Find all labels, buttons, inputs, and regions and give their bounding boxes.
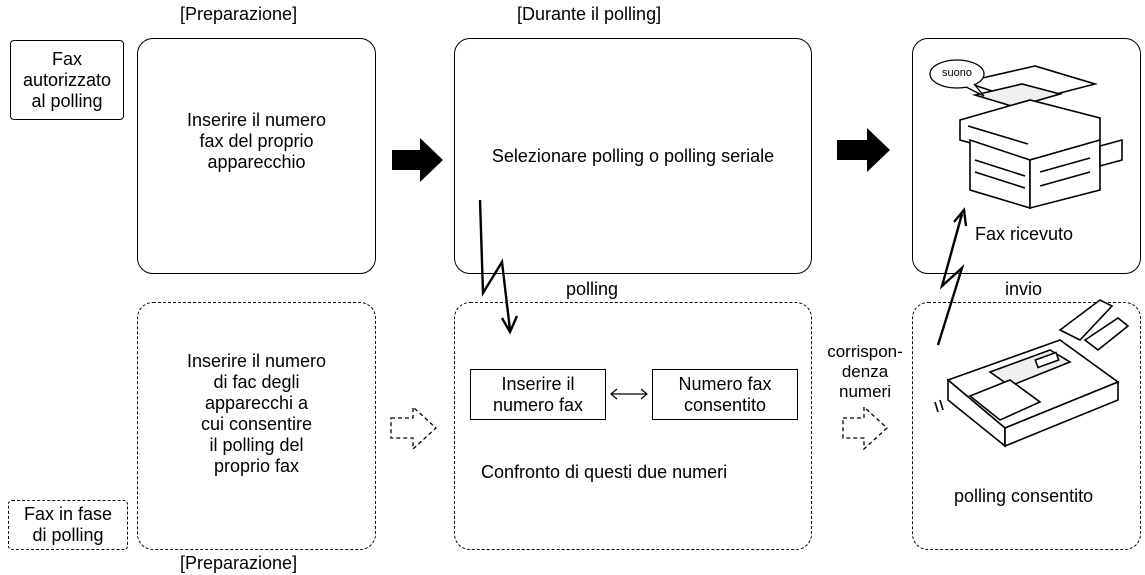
box-select-polling: Selezionare polling o polling seriale	[454, 38, 812, 274]
right-arrow-dashed-icon	[390, 405, 437, 451]
box-polling-allowed	[912, 302, 1141, 550]
sound-bubble-icon	[929, 59, 985, 97]
box-prep-own-number-text: Inserire il numero fax del proprio appar…	[186, 109, 327, 172]
fax-machine-icon	[934, 299, 1130, 448]
box-select-polling-text: Selezionare polling o polling seriale	[491, 145, 775, 166]
footer-preparation: [Preparazione]	[180, 553, 298, 573]
box-allowed-fax-number-text: Numero fax consentito	[678, 373, 772, 415]
polling-allowed-label: polling consentito	[954, 486, 1094, 506]
polling-label: polling	[566, 279, 619, 299]
box-prep-allowed-numbers-text: Inserire il numero di fac degli apparecc…	[186, 350, 327, 476]
box-fax-received	[912, 38, 1141, 274]
lightning-signal-icon	[478, 199, 519, 335]
fax-received-label: Fax ricevuto	[975, 224, 1074, 244]
box-prep-allowed-numbers: Inserire il numero di fac degli apparecc…	[137, 302, 376, 550]
side-label-polling-text: Fax in fase di polling	[23, 504, 113, 545]
side-label-authorized: Fax autorizzato al polling	[10, 40, 124, 120]
header-preparation: [Preparazione]	[180, 4, 298, 24]
number-match-label: corrispon- denza numeri	[827, 342, 903, 401]
right-arrow-solid-icon	[837, 128, 890, 172]
sound-bubble-text: suono	[942, 67, 972, 79]
invio-label: invio	[1005, 279, 1043, 299]
box-allowed-fax-number: Numero fax consentito	[652, 369, 798, 420]
right-arrow-dashed-icon	[842, 405, 888, 451]
side-label-authorized-text: Fax autorizzato al polling	[22, 48, 112, 111]
copier-fax-machine-icon	[959, 65, 1123, 210]
box-compare-numbers	[454, 302, 812, 550]
box-prep-own-number: Inserire il numero fax del proprio appar…	[137, 38, 376, 274]
compare-numbers-label: Confronto di questi due numeri	[481, 462, 728, 482]
lightning-signal-icon	[936, 207, 968, 346]
box-insert-fax-number: Inserire il numero fax	[470, 369, 606, 420]
right-arrow-solid-icon	[392, 138, 443, 182]
side-label-polling: Fax in fase di polling	[8, 500, 128, 550]
header-during-polling: [Durante il polling]	[517, 4, 662, 24]
left-right-arrow-icon	[610, 388, 648, 400]
box-insert-fax-number-text: Inserire il numero fax	[492, 373, 584, 415]
